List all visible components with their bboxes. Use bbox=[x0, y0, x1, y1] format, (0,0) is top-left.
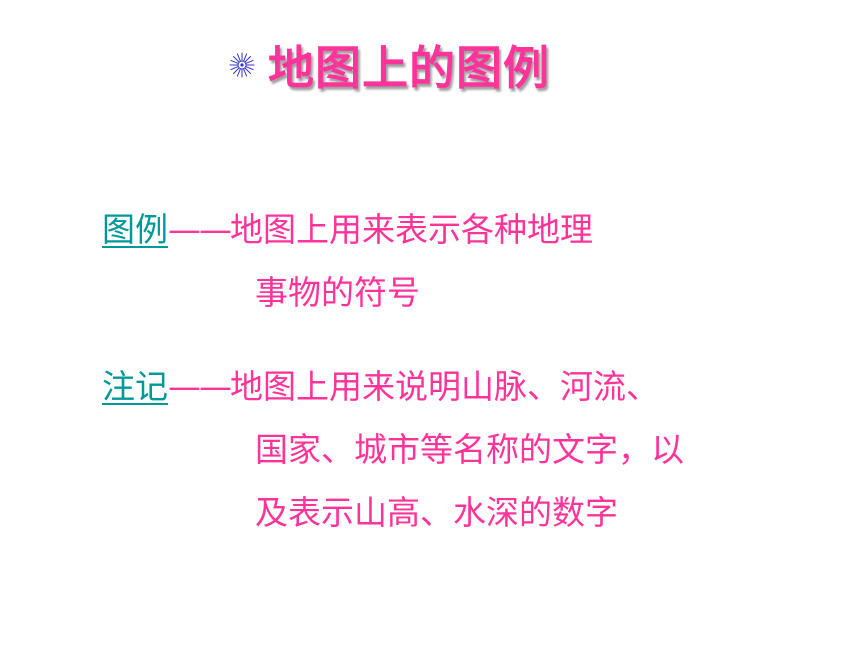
definition-line: 国家、城市等名称的文字，以 bbox=[255, 430, 684, 469]
definition-line: 事物的符号 bbox=[255, 273, 420, 312]
dash-separator: —— bbox=[168, 367, 232, 406]
title-row: 地图上的图例 bbox=[228, 30, 550, 100]
dash-separator: —— bbox=[168, 210, 232, 249]
term-annotation-link[interactable]: 注记 bbox=[102, 367, 168, 406]
definition-line: 注记——地图上用来说明山脉、河流、 bbox=[102, 355, 684, 418]
definition-text: 地图上用来说明山脉、河流、 bbox=[230, 367, 659, 406]
annotation-definition: 注记——地图上用来说明山脉、河流、 国家、城市等名称的文字，以 及表示山高、水深… bbox=[102, 355, 684, 544]
definition-line: 及表示山高、水深的数字 bbox=[255, 493, 618, 532]
starburst-icon bbox=[229, 52, 255, 78]
term-legend-link[interactable]: 图例 bbox=[102, 210, 168, 249]
slide-title: 地图上的图例 bbox=[268, 41, 550, 95]
legend-definition: 图例——地图上用来表示各种地理 事物的符号 bbox=[102, 198, 593, 324]
definition-line: 图例——地图上用来表示各种地理 bbox=[102, 198, 593, 261]
definition-text: 地图上用来表示各种地理 bbox=[230, 210, 593, 249]
